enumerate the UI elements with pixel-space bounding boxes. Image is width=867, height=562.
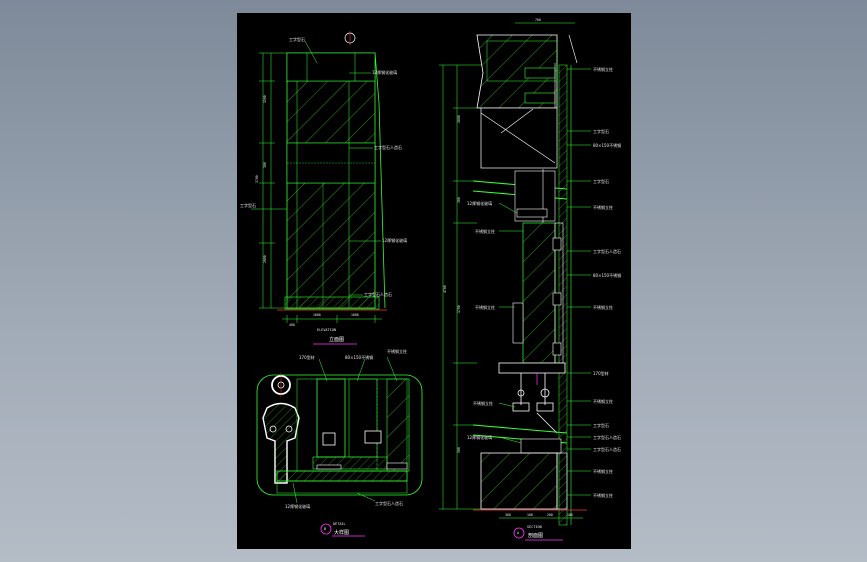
plan-label-4: 工字型石人造石 bbox=[375, 500, 403, 506]
svg-text:2000: 2000 bbox=[263, 255, 267, 263]
section-view: 700 bbox=[439, 18, 621, 541]
section-label-r7: 80×150不锈钢 bbox=[593, 272, 621, 278]
section-title: 剖面图 bbox=[528, 532, 543, 539]
section-label-r15: 不锈钢立柱 bbox=[593, 492, 613, 498]
section-dim-b2: 100 bbox=[527, 513, 533, 517]
section-label-r1: 不锈钢立柱 bbox=[593, 66, 613, 72]
section-label-r6: 工字型石人造石 bbox=[593, 248, 621, 254]
elev-label-left: 工字型石 bbox=[240, 202, 256, 208]
svg-text:500: 500 bbox=[457, 447, 461, 453]
section-label-r10: 不锈钢立柱 bbox=[593, 398, 613, 404]
svg-text:1700: 1700 bbox=[457, 305, 461, 313]
elev-label-top: 工字型石 bbox=[289, 36, 305, 42]
elev-dim-2: 1000 bbox=[313, 313, 321, 317]
section-label-l3: 不锈钢立柱 bbox=[475, 304, 495, 310]
elev-label-bottom: 工字型石人造石 bbox=[364, 291, 392, 297]
detail-bubble-icon bbox=[320, 523, 332, 535]
elev-dim-1: 400 bbox=[289, 323, 295, 327]
section-label-l2: 不锈钢立柱 bbox=[475, 228, 495, 234]
svg-text:300: 300 bbox=[457, 197, 461, 203]
section-dim-b3: 200 bbox=[547, 513, 553, 517]
section-label-r8: 不锈钢立柱 bbox=[593, 304, 613, 310]
section-bubble-icon bbox=[513, 527, 525, 539]
plan-scale: DETAIL bbox=[333, 522, 346, 526]
section-dim-top: 700 bbox=[535, 18, 541, 22]
plan-label-1: 170型材 bbox=[299, 354, 315, 360]
plan-label-3: 不锈钢立柱 bbox=[387, 348, 407, 354]
svg-text:3700: 3700 bbox=[255, 175, 259, 183]
elev-title: 立面图 bbox=[329, 336, 344, 343]
section-label-r13: 工字型石人造石 bbox=[593, 446, 621, 452]
section-label-l4: 不锈钢立柱 bbox=[473, 400, 493, 406]
section-label-r11: 工字型石 bbox=[593, 422, 609, 428]
section-label-r4: 工字型石 bbox=[593, 178, 609, 184]
svg-text:300: 300 bbox=[263, 162, 267, 168]
plan-label-5: 12厚钢化玻璃 bbox=[285, 503, 310, 509]
drawing-sheet: 1500 300 2000 3700 400 1000 1000 工字型石 12… bbox=[237, 13, 631, 549]
section-label-r5: 不锈钢立柱 bbox=[593, 204, 613, 210]
elev-dim-3: 1000 bbox=[351, 313, 359, 317]
section-dim-b4: 100 bbox=[567, 513, 573, 517]
section-label-r2: 工字型石 bbox=[593, 128, 609, 134]
elev-scale: ELEVATION bbox=[317, 328, 336, 332]
detail-plan-view: 170型材 80×150不锈钢 不锈钢立柱 工字型石人造石 12厚钢化玻璃 B … bbox=[256, 348, 423, 537]
plan-bubble: B bbox=[324, 527, 326, 531]
section-scale: SECTION bbox=[527, 525, 542, 529]
elevation-view: 1500 300 2000 3700 400 1000 1000 工字型石 12… bbox=[240, 31, 407, 345]
section-bubble: A bbox=[517, 531, 520, 535]
elev-label-upper: 12厚钢化玻璃 bbox=[372, 69, 397, 75]
elev-label-mid1: 工字型石人造石 bbox=[374, 144, 402, 150]
section-label-r3: 80×150不锈钢 bbox=[593, 142, 621, 148]
section-label-r9: 170型材 bbox=[593, 370, 609, 376]
section-label-r12: 工字型石人造石 bbox=[593, 434, 621, 440]
elev-label-mid2: 12厚钢化玻璃 bbox=[382, 237, 407, 243]
plan-label-2: 80×150不锈钢 bbox=[345, 354, 373, 360]
section-dim-b1: 300 bbox=[505, 513, 511, 517]
section-label-l1: 12厚钢化玻璃 bbox=[467, 200, 492, 206]
svg-text:1500: 1500 bbox=[263, 95, 267, 103]
svg-text:1000: 1000 bbox=[457, 115, 461, 123]
cad-drawing: 1500 300 2000 3700 400 1000 1000 工字型石 12… bbox=[240, 18, 621, 541]
svg-text:4700: 4700 bbox=[443, 285, 447, 293]
section-label-r14: 不锈钢立柱 bbox=[593, 468, 613, 474]
plan-title: 大样图 bbox=[334, 529, 349, 536]
section-label-l5: 12厚钢化玻璃 bbox=[467, 434, 492, 440]
